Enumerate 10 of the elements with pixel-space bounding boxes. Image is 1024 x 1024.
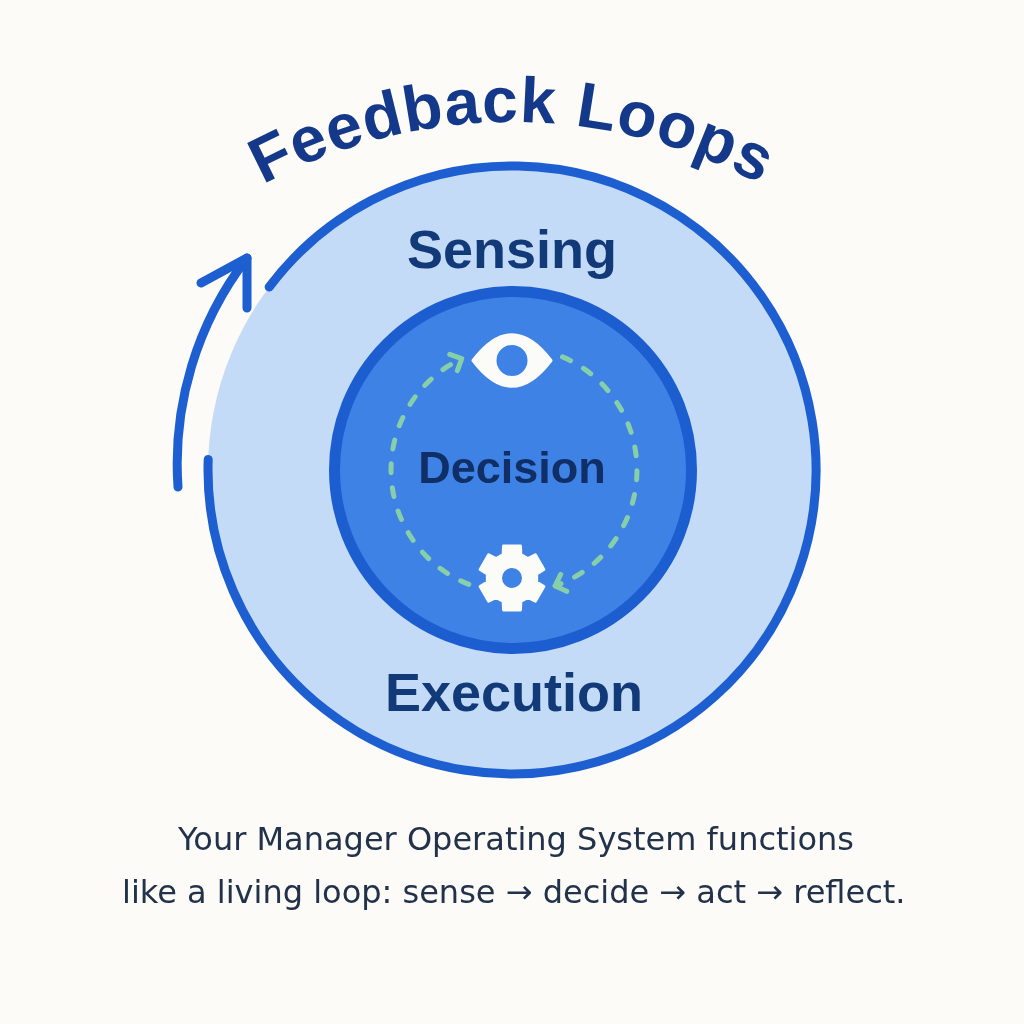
stage-label: Sensing [407, 217, 617, 281]
dashed-arrow [552, 354, 640, 594]
caption: Your Manager Operating System functions like a living loop: sense → decide → act → reflect. [122, 819, 907, 913]
title: Feedback Loops [237, 63, 787, 198]
dashed-arrow [388, 352, 472, 587]
inner-circle [329, 286, 697, 654]
gear-icon [477, 543, 547, 613]
stage-label: Execution [384, 660, 644, 724]
eye-icon [470, 333, 554, 388]
center-label: Decision [418, 442, 606, 494]
